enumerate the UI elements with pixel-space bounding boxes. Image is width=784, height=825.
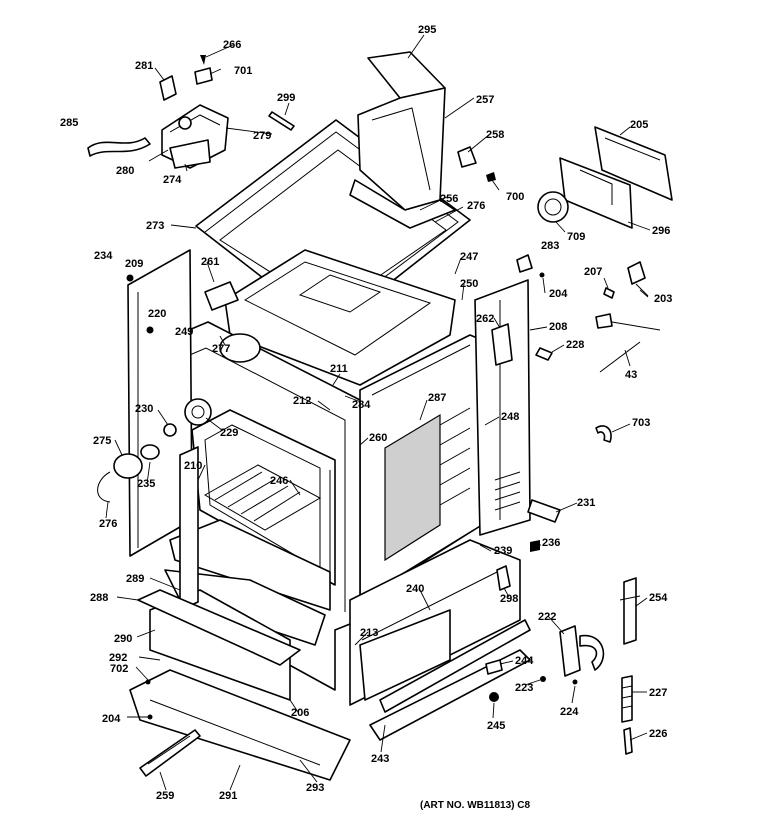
part-label: 204 (102, 713, 121, 725)
part-label: 235 (137, 478, 155, 490)
part-label: 256 (440, 193, 458, 205)
part-label: 261 (201, 256, 219, 268)
part-label: 701 (234, 65, 252, 77)
part-label: 295 (418, 24, 436, 36)
part-label: 210 (184, 460, 202, 472)
left-side-components (97, 274, 301, 777)
part-label: 276 (467, 200, 485, 212)
part-label: 240 (406, 583, 424, 595)
part-label: 248 (501, 411, 519, 423)
part-label: 243 (371, 753, 389, 765)
part-label: 230 (135, 403, 153, 415)
part-label: 703 (632, 417, 650, 429)
part-label: 299 (277, 92, 295, 104)
part-label: 260 (369, 432, 387, 444)
part-label: 211 (330, 363, 348, 375)
part-label: 229 (220, 427, 238, 439)
part-label: 700 (506, 191, 524, 203)
part-label: 222 (538, 611, 556, 623)
part-label: 212 (293, 395, 311, 407)
part-label: 702 (110, 663, 128, 675)
part-label: 273 (146, 220, 164, 232)
part-label: 258 (486, 129, 504, 141)
part-label: 262 (476, 313, 494, 325)
part-label: 206 (291, 707, 309, 719)
part-label: 239 (494, 545, 512, 557)
part-label: 250 (460, 278, 478, 290)
part-label: 280 (116, 165, 134, 177)
right-side-components (457, 126, 673, 755)
part-label: 244 (515, 655, 534, 667)
part-label: 277 (212, 343, 230, 355)
part-label: 220 (148, 308, 166, 320)
part-label: 227 (649, 687, 667, 699)
part-label: 228 (566, 339, 584, 351)
art-number-caption: (ART NO. WB11813) C8 (420, 800, 530, 811)
part-label: 709 (567, 231, 585, 243)
part-label: 289 (126, 573, 144, 585)
part-label: 234 (94, 250, 113, 262)
part-label: 205 (630, 119, 648, 131)
part-label: 283 (541, 240, 559, 252)
part-label: 298 (500, 593, 518, 605)
part-label: 254 (649, 592, 668, 604)
part-label: 291 (219, 790, 237, 802)
part-label: 224 (560, 706, 579, 718)
part-label: 275 (93, 435, 111, 447)
leader-lines (105, 34, 651, 791)
part-label: 249 (175, 326, 193, 338)
part-label: 293 (306, 782, 324, 794)
part-label: 213 (360, 627, 378, 639)
part-label: 223 (515, 682, 533, 694)
part-label: 285 (60, 117, 78, 129)
part-label: 296 (652, 225, 670, 237)
part-label: 247 (460, 251, 478, 263)
part-label: 204 (549, 288, 568, 300)
part-label: 290 (114, 633, 132, 645)
part-label: 279 (253, 130, 271, 142)
part-label: 209 (125, 258, 143, 270)
callout-labels: 295 266 281 701 299 257 285 279 258 205 … (60, 24, 672, 802)
part-label: 284 (352, 399, 371, 411)
part-label: 257 (476, 94, 494, 106)
part-label: 259 (156, 790, 174, 802)
part-label: 208 (549, 321, 567, 333)
part-label: 207 (584, 266, 602, 278)
part-label: 292 (109, 652, 127, 664)
part-label: 287 (428, 392, 446, 404)
part-label: 274 (163, 174, 182, 186)
part-label: 276 (99, 518, 117, 530)
part-label: 43 (625, 369, 637, 381)
part-label: 281 (135, 60, 153, 72)
part-label: 266 (223, 39, 241, 51)
part-label: 226 (649, 728, 667, 740)
part-label: 203 (654, 293, 672, 305)
oven-cabinet-body (127, 119, 531, 781)
control-valve-assembly (87, 55, 295, 169)
part-label: 288 (90, 592, 108, 604)
part-label: 246 (270, 475, 288, 487)
part-label: 231 (577, 497, 595, 509)
part-label: 245 (487, 720, 505, 732)
part-label: 236 (542, 537, 560, 549)
flue-assembly (349, 51, 456, 229)
